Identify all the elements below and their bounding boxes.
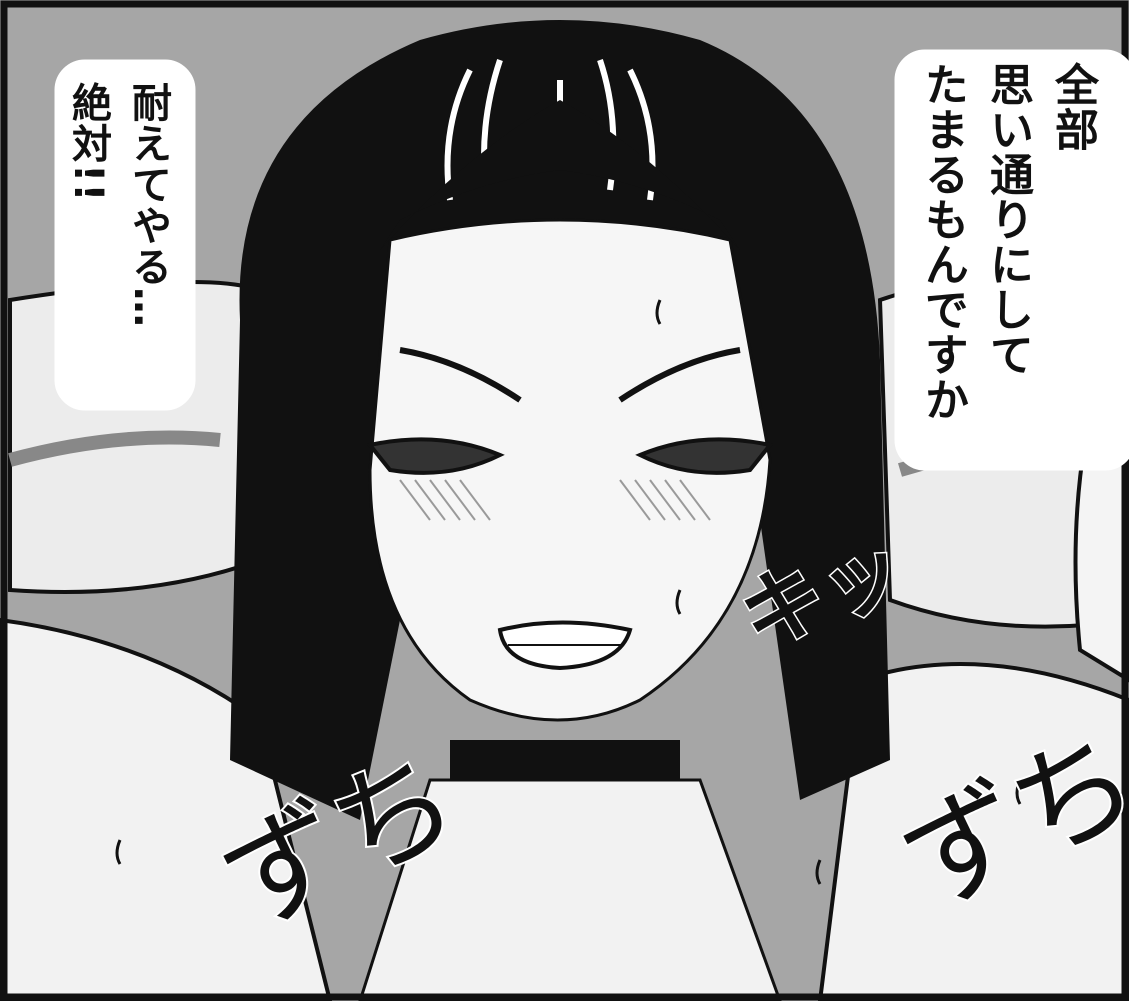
left-eye bbox=[366, 437, 505, 475]
speech-line-5: 絶対!! bbox=[65, 82, 111, 203]
speech-line-2: 思い通りにして bbox=[982, 62, 1033, 377]
right-eyebrow bbox=[618, 347, 741, 403]
speech-line-3: たまるもんですか bbox=[917, 62, 968, 422]
choker bbox=[450, 740, 680, 780]
blush bbox=[399, 479, 711, 521]
speech-bubble-right bbox=[894, 49, 1129, 471]
right-eye bbox=[635, 437, 774, 475]
bangs bbox=[380, 100, 740, 250]
speech-line-4: 耐えてやる… bbox=[125, 82, 171, 328]
speech-line-1: 全部 bbox=[1047, 62, 1098, 152]
speech-bubble-left bbox=[54, 59, 196, 411]
face bbox=[368, 218, 772, 722]
left-eyebrow bbox=[399, 347, 522, 403]
